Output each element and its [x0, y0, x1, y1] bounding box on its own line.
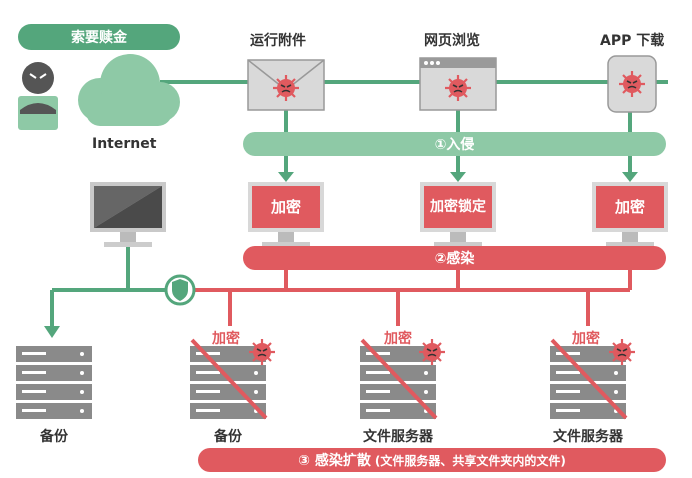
server-caption: 文件服务器: [553, 429, 623, 445]
ransom-label: 索要赎金: [71, 30, 127, 46]
hacker-icon: [18, 62, 58, 130]
server-icon: [16, 346, 92, 419]
vector-label-app: APP 下载: [600, 33, 665, 49]
monitor-text-1: 加密: [270, 198, 301, 216]
server-caption: 文件服务器: [363, 429, 433, 445]
intrusion-bar: ①入侵: [243, 132, 666, 156]
spread-label: ③ 感染扩散: [298, 453, 371, 469]
server-caption: 备份: [40, 429, 68, 445]
vector-label-browse: 网页浏览: [424, 33, 480, 49]
infection-bar: ②感染: [243, 246, 666, 270]
app-icon: [607, 55, 657, 113]
server-caption: 备份: [214, 429, 242, 445]
server-encrypted-label: 加密: [384, 331, 412, 347]
strike-lines: [190, 338, 628, 420]
green-arrowheads: [44, 172, 638, 338]
envelope-icon: [247, 59, 325, 111]
monitor-text-3: 加密: [614, 198, 645, 216]
monitor-icon: [90, 182, 166, 247]
spread-note: (文件服务器、共享文件夹内的文件): [374, 453, 566, 468]
vector-label-attachment: 运行附件: [250, 33, 306, 49]
monitor-text-2: 加密锁定: [430, 199, 486, 215]
intrusion-connections: [50, 80, 668, 330]
ransom-bar: 索要赎金: [18, 24, 180, 50]
server-encrypted-label: 加密: [212, 331, 240, 347]
server-encrypted-label: 加密: [572, 331, 600, 347]
intrusion-label: ①入侵: [434, 137, 475, 153]
shield-icon: [164, 274, 196, 306]
infection-label: ②感染: [434, 251, 475, 267]
cloud-icon: [78, 54, 180, 126]
spread-bar: ③ 感染扩散 (文件服务器、共享文件夹内的文件): [198, 448, 666, 472]
internet-label: Internet: [92, 136, 157, 152]
browser-icon: [419, 57, 497, 111]
